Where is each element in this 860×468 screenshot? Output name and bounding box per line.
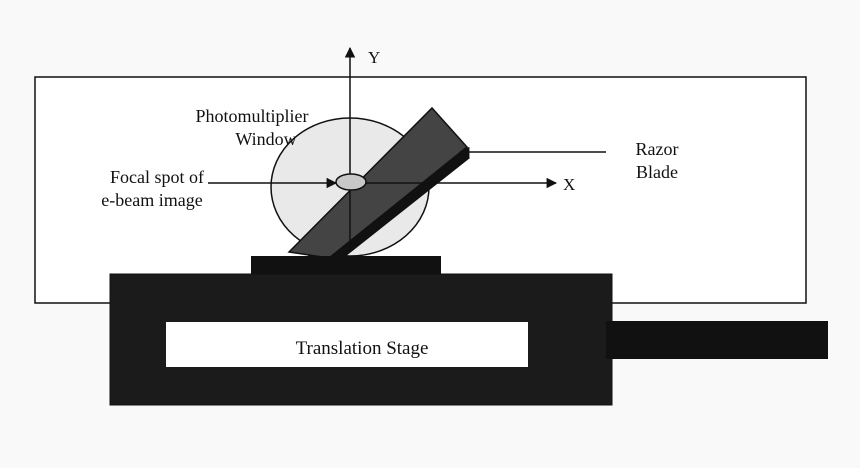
focal-spot [335,173,367,191]
translation-stage-label: Translation Stage [296,338,429,359]
translation-stage-panel [166,322,528,367]
y-axis-label: Y [368,48,380,67]
photomultiplier-label-line2: Window [235,129,296,149]
focal-spot-label-line1: Focal spot of [110,167,204,187]
razor-blade-label-line1: Razor [636,139,679,159]
focal-spot-label-line2: e-beam image [101,190,202,210]
actuator-rod [606,321,828,359]
razor-blade-label-line2: Blade [636,162,678,182]
photomultiplier-label-line1: Photomultiplier [195,106,308,126]
x-axis-label: X [563,175,575,194]
